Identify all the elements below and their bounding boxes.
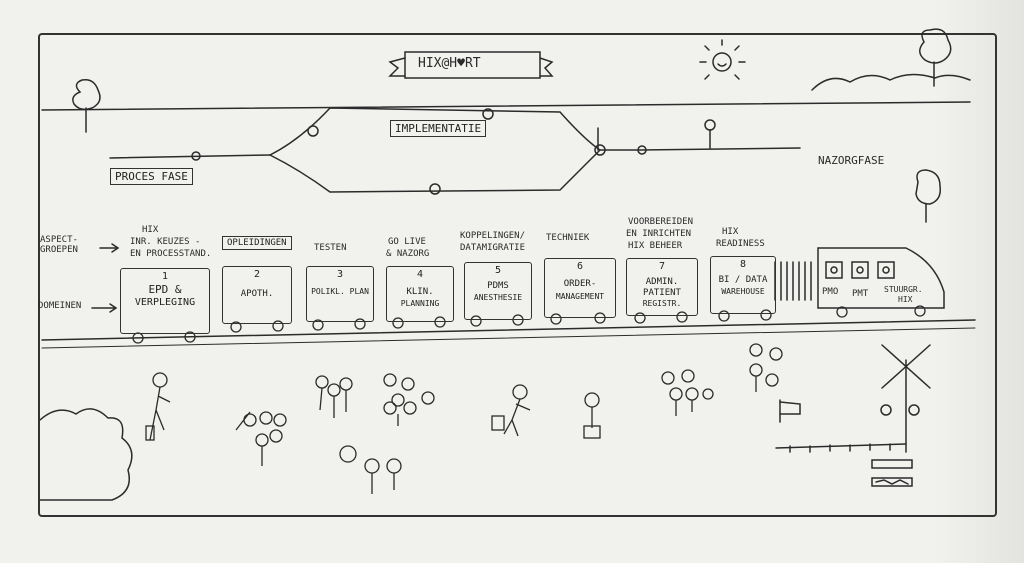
- people-crowd: [145, 343, 783, 494]
- wagon-3: 3 POLIKL. PLAN: [306, 266, 374, 322]
- wagon-line1: ORDER-: [563, 279, 597, 289]
- aspect-7-line3: HIX BEHEER: [628, 241, 683, 251]
- wagon-number: 4: [416, 269, 424, 280]
- wagon-line3: REGISTR.: [642, 299, 682, 308]
- sun-icon: [712, 52, 732, 72]
- wagon-line2: MANAGEMENT: [555, 292, 605, 301]
- banner-scroll: [404, 51, 541, 79]
- aspect-4-line2: & NAZORG: [386, 249, 430, 259]
- wagon-line1: PDMS: [487, 281, 509, 291]
- wagon-line1: POLIKL. PLAN: [311, 287, 369, 296]
- tree-icon-left: [72, 78, 101, 111]
- aspect-groups-label: ASPECT- GROEPEN: [40, 235, 78, 255]
- loco-steering: STUURGR.: [884, 285, 923, 294]
- wagon-number: 5: [494, 265, 502, 276]
- aspect-4-line1: GO LIVE: [388, 237, 426, 247]
- wagon-line2: PLANNING: [400, 299, 440, 308]
- domains-label: DOMEINEN: [38, 301, 82, 311]
- wagon-line2: VERPLEGING: [134, 297, 196, 308]
- paper-shadow: [934, 0, 1024, 563]
- aspect-8-line1: HIX: [722, 227, 739, 237]
- wagon-2: 2 APOTH.: [222, 266, 292, 324]
- tree-icon: [919, 28, 952, 64]
- aspect-3: TESTEN: [314, 243, 347, 253]
- wagon-5: 5 PDMS ANESTHESIE: [464, 262, 532, 320]
- wagon-line1: ADMIN.: [645, 277, 679, 287]
- wagon-line1: KLIN.: [406, 287, 434, 297]
- wagon-8: 8 BI / DATA WAREHOUSE: [710, 256, 776, 314]
- wagon-line1: APOTH.: [240, 289, 274, 299]
- aspect-2: OPLEIDINGEN: [222, 236, 292, 250]
- aspect-8-line2: READINESS: [716, 239, 765, 249]
- loco-pmt: PMT: [852, 289, 869, 299]
- process-phase-label: PROCES FASE: [110, 168, 193, 185]
- wagon-line2: PATIENT: [643, 288, 681, 298]
- wagon-1: 1 EPD & VERPLEGING: [120, 268, 210, 334]
- loco-pmo: PMO: [822, 287, 839, 297]
- wagon-line2: WAREHOUSE: [721, 287, 765, 296]
- aspect-5-line2: DATAMIGRATIE: [460, 243, 526, 253]
- loco-steering-hix: HIX: [898, 295, 913, 304]
- wagon-number: 7: [658, 261, 666, 272]
- aspect-5-line1: KOPPELINGEN/: [460, 231, 526, 241]
- wagon-line2: ANESTHESIE: [473, 293, 523, 302]
- aspect-1-line1: HIX: [142, 225, 159, 235]
- aspect-7-line1: VOORBEREIDEN: [628, 217, 694, 227]
- wagon-number: 8: [739, 259, 747, 270]
- wagon-line1: EPD &: [148, 283, 182, 296]
- wagon-number: 2: [253, 269, 261, 280]
- implementation-phase-label: IMPLEMENTATIE: [390, 120, 487, 137]
- wagon-6: 6 ORDER- MANAGEMENT: [544, 258, 616, 318]
- aftercare-phase-label: NAZORGFASE: [818, 154, 885, 167]
- aspect-7-line2: EN INRICHTEN: [626, 229, 692, 239]
- locomotive-body: [817, 247, 945, 309]
- wagon-4: 4 KLIN. PLANNING: [386, 266, 454, 322]
- aspect-1-line3: EN PROCESSTAND.: [130, 249, 212, 259]
- wagon-number: 1: [161, 271, 169, 282]
- wagon-line1: BI / DATA: [718, 275, 768, 285]
- wagon-7: 7 ADMIN. PATIENT REGISTR.: [626, 258, 698, 316]
- wagon-number: 3: [336, 269, 344, 280]
- wagon-number: 6: [576, 261, 584, 272]
- aspect-1-line2: INR. KEUZES -: [130, 237, 201, 247]
- drawing-frame: [38, 33, 997, 517]
- banner-title: HIX@H♥RT: [418, 56, 481, 71]
- aspect-6: TECHNIEK: [546, 233, 590, 243]
